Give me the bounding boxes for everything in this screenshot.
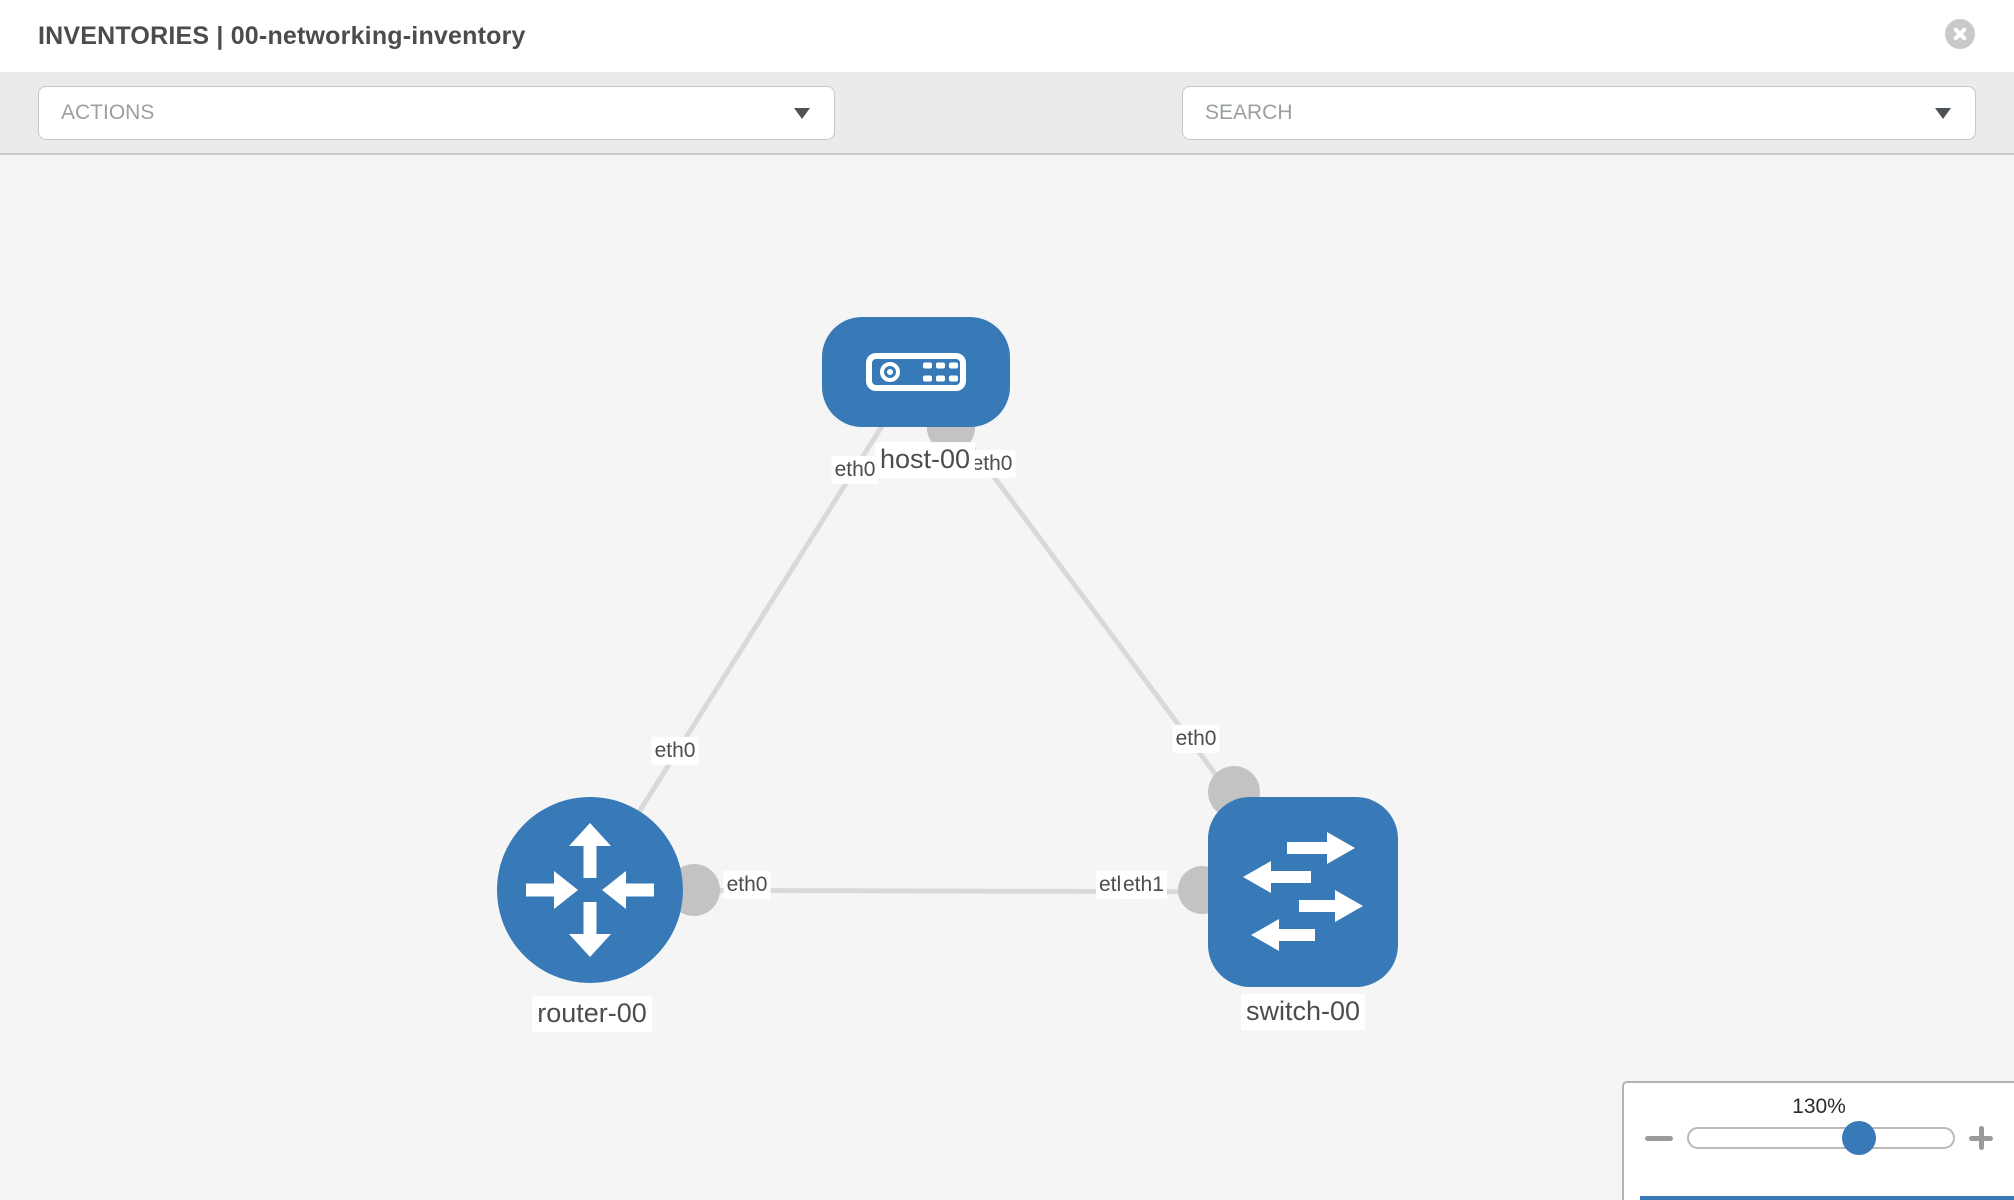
host-icon [866,353,966,391]
panel-accent-bar [1640,1196,2014,1200]
interface-dots [668,404,1260,916]
plus-icon[interactable] [1969,1126,1993,1150]
node-host[interactable] [822,317,1010,427]
iface-label: eth1 [1120,870,1167,900]
close-icon[interactable] [1945,19,1975,49]
zoom-slider[interactable] [1687,1121,1955,1155]
minus-icon[interactable] [1645,1135,1673,1141]
actions-dropdown[interactable]: ACTIONS [38,86,835,140]
topology-canvas[interactable]: eth0 eth0 eth0 eth0 eth0 eth0 eth1 host-… [0,155,2014,1200]
iface-label: eth0 [651,736,699,766]
iface-label: eth0 [1172,724,1220,754]
node-router[interactable] [497,797,683,983]
iface-label: eth0 [968,449,1016,479]
node-label-switch: switch-00 [1240,994,1366,1030]
switch-icon [1243,832,1363,951]
caret-down-icon [794,108,810,119]
caret-down-icon [1935,108,1951,119]
title-bar: INVENTORIES | 00-networking-inventory [0,0,2014,72]
iface-label: eth0 [723,870,771,900]
search-dropdown-label: SEARCH [1205,101,1293,124]
actions-dropdown-label: ACTIONS [61,101,155,124]
search-dropdown[interactable]: SEARCH [1182,86,1976,140]
zoom-slider-thumb[interactable] [1842,1121,1877,1155]
zoom-panel: 130% [1622,1081,2014,1200]
node-switch[interactable] [1208,797,1398,987]
page-title: INVENTORIES | 00-networking-inventory [38,22,526,50]
zoom-level: 130% [1792,1095,1846,1118]
toolbar: ACTIONS SEARCH [0,72,2014,203]
router-icon [526,823,654,957]
node-label-router: router-00 [532,996,652,1032]
node-label-host: host-00 [874,442,976,478]
iface-label: eth0 [831,455,879,485]
